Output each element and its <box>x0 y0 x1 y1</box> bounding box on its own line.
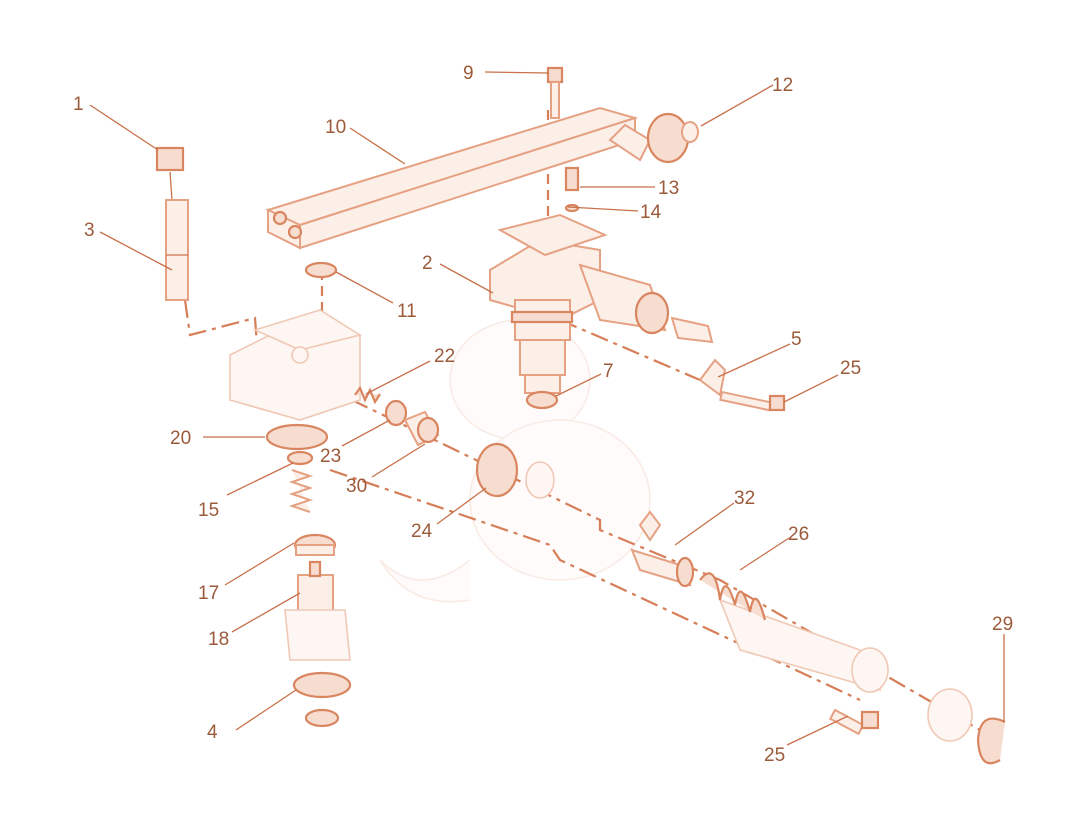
screw-part-25-upper <box>719 390 786 412</box>
callout-labels: 1 2 3 4 5 7 9 10 11 12 13 14 15 17 18 20… <box>73 63 1013 766</box>
stud-part-3 <box>165 199 189 301</box>
callout-22: 22 <box>434 346 455 367</box>
callout-32: 32 <box>734 488 755 509</box>
o-ring-part-24 <box>475 442 519 498</box>
callout-23: 23 <box>320 446 341 467</box>
callout-11: 11 <box>397 301 417 322</box>
callout-12: 12 <box>772 75 793 96</box>
callout-3: 3 <box>84 220 95 241</box>
callout-26: 26 <box>788 524 809 545</box>
callout-10: 10 <box>325 117 346 138</box>
screw-part-25-lower <box>828 708 880 736</box>
pump-body-part <box>489 213 714 394</box>
callout-17: 17 <box>198 583 219 604</box>
spring-part-15 <box>286 450 314 513</box>
bracket-part-5 <box>698 358 727 397</box>
callout-29: 29 <box>992 614 1013 635</box>
callout-1: 1 <box>73 94 84 115</box>
snap-ring-part-29 <box>976 717 1006 765</box>
callout-25-upper: 25 <box>840 358 861 379</box>
cylinder-parts <box>525 461 973 742</box>
o-ring-part-7 <box>525 390 559 410</box>
housing-block <box>229 309 363 421</box>
leader-lines <box>89 71 1005 746</box>
callout-5: 5 <box>791 329 802 350</box>
callout-30: 30 <box>346 476 367 497</box>
bolt-part-9 <box>546 66 564 119</box>
callout-14: 14 <box>640 202 662 223</box>
fitting-part-13 <box>564 166 580 213</box>
callout-13: 13 <box>658 178 679 199</box>
callout-24: 24 <box>411 521 433 542</box>
spring-part-22 <box>354 385 381 405</box>
cap-part-17 <box>293 533 337 557</box>
sleeve-part-30 <box>403 410 440 447</box>
spring-part-26 <box>699 572 767 621</box>
o-ring-part-4 <box>292 671 352 728</box>
callout-4: 4 <box>207 722 218 743</box>
callout-15: 15 <box>198 500 219 521</box>
callout-18: 18 <box>208 629 229 650</box>
cylinder-part-18 <box>284 560 351 661</box>
callout-25-lower: 25 <box>764 745 785 766</box>
connector-part <box>608 112 699 164</box>
callout-2: 2 <box>422 253 433 274</box>
o-ring-part-20 <box>265 423 329 451</box>
callout-7: 7 <box>603 361 614 382</box>
nut-part-1 <box>155 146 185 201</box>
sleeve-part-32 <box>630 510 695 588</box>
callout-9: 9 <box>463 63 474 84</box>
ring-part-23 <box>384 399 408 427</box>
washer-part-11 <box>304 261 338 279</box>
callout-20: 20 <box>170 428 191 449</box>
